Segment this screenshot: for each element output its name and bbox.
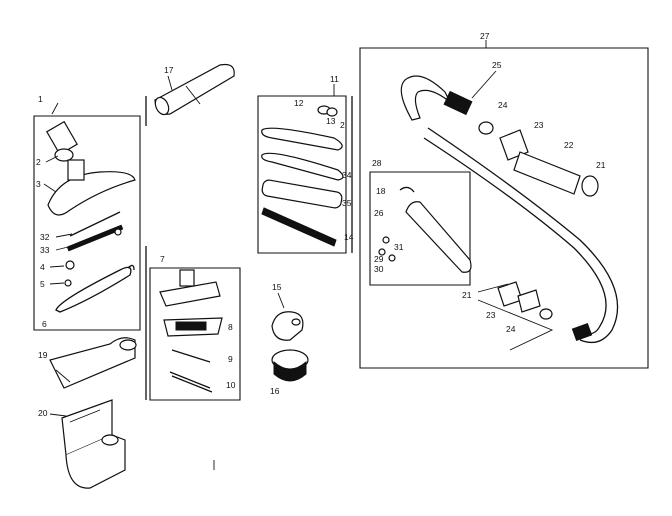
label-21b: 21 xyxy=(462,290,472,300)
label-27: 27 xyxy=(480,31,490,41)
label-11: 11 xyxy=(330,74,339,84)
label-10: 10 xyxy=(226,380,236,390)
label-2b: 2 xyxy=(340,120,345,130)
label-17: 17 xyxy=(164,65,174,75)
group-28-hose-kit xyxy=(369,171,554,351)
part-13-collar xyxy=(326,107,338,117)
label-20: 20 xyxy=(38,408,48,418)
part-15-adapter xyxy=(271,311,304,341)
brush-head-mid xyxy=(261,152,344,181)
hose-end-threads xyxy=(571,322,593,342)
label-25: 25 xyxy=(492,60,502,70)
label-13: 13 xyxy=(326,116,336,126)
part-24b-ring xyxy=(539,308,553,320)
label-30: 30 xyxy=(374,264,384,274)
label-19: 19 xyxy=(38,350,48,360)
part-16-base xyxy=(273,360,307,382)
label-18: 18 xyxy=(376,186,386,196)
part-14-bristles xyxy=(261,207,337,247)
part-10-strip xyxy=(169,371,211,389)
floor-tool-neck xyxy=(67,159,85,181)
group-7-upholstery-tool xyxy=(145,246,241,401)
collar-part xyxy=(54,148,74,162)
part-35-frame xyxy=(261,179,343,209)
label-6: 6 xyxy=(42,319,47,329)
label-22: 22 xyxy=(564,140,574,150)
part-24-collar xyxy=(478,121,494,135)
label-31: 31 xyxy=(394,242,404,252)
label-32: 32 xyxy=(40,232,50,242)
label-1: 1 xyxy=(38,94,43,104)
upholstery-tool-body xyxy=(159,281,221,307)
part-23b-fitting xyxy=(517,289,541,313)
part-25-threads xyxy=(443,90,473,116)
clip-4 xyxy=(65,260,75,270)
label-14: 14 xyxy=(344,232,354,242)
label-4: 4 xyxy=(40,262,45,272)
strip-32 xyxy=(69,211,121,237)
label-24b: 24 xyxy=(506,324,516,334)
label-3: 3 xyxy=(36,179,41,189)
screw-part xyxy=(114,228,122,236)
part-20-holder xyxy=(61,399,126,489)
label-24: 24 xyxy=(498,100,508,110)
group-15-nozzle xyxy=(271,311,309,382)
strip-33 xyxy=(66,224,124,252)
part-19-bracket xyxy=(49,337,137,389)
part-25-hose xyxy=(400,75,451,121)
part-22-tube xyxy=(513,151,581,195)
group-27-frame xyxy=(359,47,649,369)
wand-tube-end xyxy=(154,96,170,116)
upholstery-tool-neck xyxy=(179,269,195,287)
long-hose-inner xyxy=(423,137,607,335)
label-15: 15 xyxy=(272,282,282,292)
label-2: 2 xyxy=(36,157,41,167)
floor-tool-part xyxy=(47,171,136,216)
part-9-strip xyxy=(171,349,211,363)
label-35: 35 xyxy=(342,198,352,208)
curved-wand-part xyxy=(405,201,472,273)
brush-head-top xyxy=(261,127,343,151)
label-16: 16 xyxy=(270,386,280,396)
bumper-hook xyxy=(127,264,135,271)
label-23: 23 xyxy=(534,120,544,130)
label-5: 5 xyxy=(40,279,45,289)
group-1-floor-brush xyxy=(33,102,141,331)
label-33: 33 xyxy=(40,245,50,255)
holder-base xyxy=(65,434,126,489)
part-8-pad xyxy=(175,321,207,331)
label-21: 21 xyxy=(596,160,606,170)
group-1-leader xyxy=(51,102,59,115)
group-11-frame xyxy=(257,95,347,254)
clip-5 xyxy=(64,279,72,287)
bumper-6 xyxy=(55,266,132,313)
group-27-hose-assembly xyxy=(359,40,649,369)
label-28: 28 xyxy=(372,158,382,168)
part-17-wand xyxy=(145,63,235,126)
label-12: 12 xyxy=(294,98,304,108)
label-26: 26 xyxy=(374,208,384,218)
part-21-ring xyxy=(581,175,599,197)
label-23b: 23 xyxy=(486,310,496,320)
holder-hole xyxy=(101,434,119,446)
group-1-frame xyxy=(33,115,141,331)
label-8: 8 xyxy=(228,322,233,332)
bracket-19-hole xyxy=(119,339,137,351)
label-9: 9 xyxy=(228,354,233,364)
label-7: 7 xyxy=(160,254,165,264)
label-34: 34 xyxy=(342,170,352,180)
part-18-clip xyxy=(399,186,415,193)
bracket-19-body xyxy=(49,337,136,389)
long-hose-outer xyxy=(427,127,619,344)
group-28-frame xyxy=(369,171,471,286)
group-7-frame xyxy=(149,267,241,401)
group-11-dusting-brush xyxy=(257,95,353,254)
label-29: 29 xyxy=(374,254,384,264)
